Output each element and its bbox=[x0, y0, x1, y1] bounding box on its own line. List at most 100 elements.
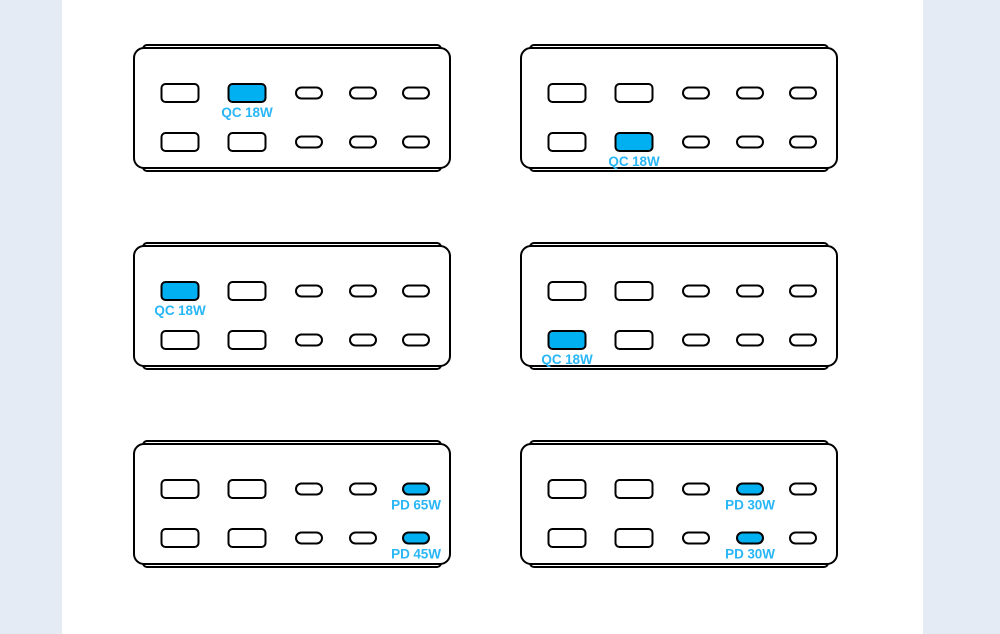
port-slot-2[interactable] bbox=[614, 281, 654, 301]
usb-a-port[interactable] bbox=[614, 528, 654, 548]
port-slot-2[interactable] bbox=[227, 281, 267, 301]
usb-c-port[interactable] bbox=[402, 284, 430, 298]
port-slot-2[interactable] bbox=[227, 528, 267, 548]
usb-c-port[interactable] bbox=[349, 531, 377, 545]
usb-c-port[interactable] bbox=[349, 86, 377, 100]
usb-c-port[interactable] bbox=[789, 284, 817, 298]
usb-a-port[interactable] bbox=[227, 528, 267, 548]
usb-c-port[interactable] bbox=[682, 333, 710, 347]
usb-c-port[interactable] bbox=[789, 333, 817, 347]
port-slot-1[interactable] bbox=[547, 528, 587, 548]
usb-a-port[interactable] bbox=[614, 83, 654, 103]
usb-a-port[interactable] bbox=[547, 83, 587, 103]
usb-c-port[interactable] bbox=[789, 86, 817, 100]
usb-a-port[interactable] bbox=[547, 132, 587, 152]
usb-c-port[interactable] bbox=[402, 135, 430, 149]
port-slot-5[interactable] bbox=[789, 284, 817, 298]
usb-c-port[interactable] bbox=[682, 531, 710, 545]
usb-c-port[interactable] bbox=[789, 531, 817, 545]
port-slot-2[interactable] bbox=[614, 479, 654, 499]
usb-c-port[interactable] bbox=[789, 135, 817, 149]
usb-c-port[interactable] bbox=[349, 284, 377, 298]
usb-a-port-active[interactable] bbox=[160, 281, 200, 301]
port-slot-4[interactable] bbox=[736, 86, 764, 100]
usb-a-port[interactable] bbox=[160, 83, 200, 103]
usb-c-port[interactable] bbox=[295, 135, 323, 149]
usb-c-port-active[interactable] bbox=[402, 531, 430, 545]
usb-a-port[interactable] bbox=[547, 528, 587, 548]
port-slot-4[interactable] bbox=[349, 333, 377, 347]
usb-c-port[interactable] bbox=[295, 86, 323, 100]
usb-a-port-active[interactable] bbox=[227, 83, 267, 103]
usb-c-port[interactable] bbox=[736, 333, 764, 347]
usb-c-port-active[interactable] bbox=[736, 482, 764, 496]
usb-c-port[interactable] bbox=[789, 482, 817, 496]
port-slot-3[interactable] bbox=[295, 531, 323, 545]
port-slot-2[interactable] bbox=[614, 330, 654, 350]
usb-a-port[interactable] bbox=[160, 528, 200, 548]
port-slot-5[interactable]: PD 45W bbox=[391, 531, 441, 562]
usb-a-port[interactable] bbox=[227, 330, 267, 350]
port-slot-4[interactable] bbox=[349, 284, 377, 298]
port-slot-5[interactable] bbox=[402, 333, 430, 347]
port-slot-2[interactable]: QC 18W bbox=[608, 132, 660, 169]
usb-a-port[interactable] bbox=[160, 132, 200, 152]
usb-a-port[interactable] bbox=[227, 479, 267, 499]
port-slot-3[interactable] bbox=[682, 135, 710, 149]
port-slot-5[interactable]: PD 65W bbox=[391, 482, 441, 513]
port-slot-5[interactable] bbox=[789, 531, 817, 545]
usb-c-port[interactable] bbox=[402, 86, 430, 100]
port-slot-4[interactable] bbox=[736, 135, 764, 149]
usb-c-port-active[interactable] bbox=[736, 531, 764, 545]
usb-c-port[interactable] bbox=[736, 135, 764, 149]
usb-c-port[interactable] bbox=[349, 333, 377, 347]
port-slot-3[interactable] bbox=[682, 284, 710, 298]
port-slot-3[interactable] bbox=[682, 333, 710, 347]
usb-a-port-active[interactable] bbox=[614, 132, 654, 152]
usb-a-port[interactable] bbox=[614, 479, 654, 499]
port-slot-3[interactable] bbox=[295, 135, 323, 149]
port-slot-1[interactable] bbox=[547, 83, 587, 103]
usb-c-port[interactable] bbox=[295, 531, 323, 545]
usb-c-port[interactable] bbox=[402, 333, 430, 347]
port-slot-1[interactable] bbox=[160, 330, 200, 350]
port-slot-4[interactable]: PD 30W bbox=[725, 531, 775, 562]
port-slot-1[interactable] bbox=[160, 479, 200, 499]
usb-c-port[interactable] bbox=[295, 482, 323, 496]
port-slot-2[interactable]: QC 18W bbox=[221, 83, 273, 120]
usb-c-port[interactable] bbox=[349, 135, 377, 149]
port-slot-2[interactable] bbox=[227, 132, 267, 152]
port-slot-4[interactable] bbox=[349, 482, 377, 496]
port-slot-3[interactable] bbox=[682, 86, 710, 100]
port-slot-1[interactable] bbox=[160, 83, 200, 103]
port-slot-5[interactable] bbox=[402, 284, 430, 298]
port-slot-1[interactable] bbox=[160, 528, 200, 548]
usb-a-port[interactable] bbox=[547, 281, 587, 301]
usb-c-port[interactable] bbox=[295, 284, 323, 298]
usb-c-port[interactable] bbox=[682, 482, 710, 496]
port-slot-3[interactable] bbox=[295, 482, 323, 496]
usb-a-port[interactable] bbox=[160, 479, 200, 499]
usb-a-port[interactable] bbox=[227, 132, 267, 152]
port-slot-5[interactable] bbox=[789, 86, 817, 100]
port-slot-4[interactable] bbox=[349, 135, 377, 149]
usb-c-port[interactable] bbox=[349, 482, 377, 496]
usb-a-port-active[interactable] bbox=[547, 330, 587, 350]
usb-c-port[interactable] bbox=[295, 333, 323, 347]
usb-a-port[interactable] bbox=[160, 330, 200, 350]
port-slot-2[interactable] bbox=[227, 479, 267, 499]
port-slot-1[interactable] bbox=[547, 132, 587, 152]
usb-a-port[interactable] bbox=[614, 330, 654, 350]
port-slot-2[interactable] bbox=[614, 83, 654, 103]
port-slot-3[interactable] bbox=[295, 86, 323, 100]
port-slot-4[interactable] bbox=[736, 333, 764, 347]
port-slot-1[interactable] bbox=[160, 132, 200, 152]
port-slot-4[interactable] bbox=[736, 284, 764, 298]
usb-c-port[interactable] bbox=[736, 284, 764, 298]
port-slot-3[interactable] bbox=[682, 482, 710, 496]
port-slot-5[interactable] bbox=[789, 135, 817, 149]
port-slot-2[interactable] bbox=[614, 528, 654, 548]
port-slot-1[interactable] bbox=[547, 281, 587, 301]
usb-c-port[interactable] bbox=[682, 135, 710, 149]
port-slot-5[interactable] bbox=[789, 333, 817, 347]
